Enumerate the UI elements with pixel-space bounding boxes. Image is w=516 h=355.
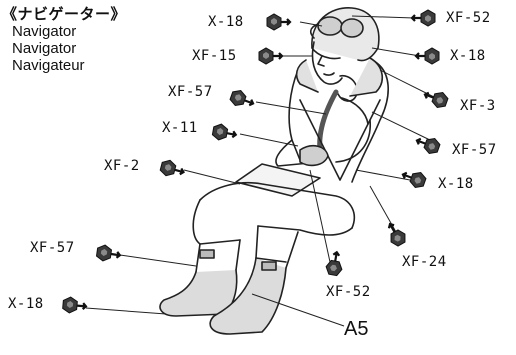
figure-title-japanese: 《ナビゲーター》	[2, 5, 127, 23]
leader-lines	[85, 15, 445, 327]
callout-label: XF-52	[326, 284, 371, 300]
callout-label: X-18	[208, 14, 244, 30]
paint-drop-hexagon-icon	[413, 131, 443, 158]
figure-name-de: Navigator	[12, 40, 77, 57]
paint-drop-hexagon-icon	[210, 121, 239, 144]
callout-label: XF-57	[168, 84, 213, 100]
callout-label: XF-57	[30, 240, 75, 256]
callout-label: XF-15	[192, 48, 237, 64]
callout-label: X-11	[162, 120, 198, 136]
paint-drop-hexagon-icon	[265, 12, 292, 32]
callout-label: X-18	[438, 176, 474, 192]
figure-outline	[159, 7, 389, 335]
callout-label: X-18	[450, 48, 486, 64]
callout-label: XF-3	[460, 98, 496, 114]
paint-drop-hexagon-icon	[381, 219, 410, 250]
callout-label: X-18	[8, 296, 44, 312]
paint-drop-hexagon-icon	[410, 8, 437, 28]
callout-label: XF-24	[402, 254, 447, 270]
paint-drop-hexagon-icon	[421, 85, 451, 112]
paint-drop-hexagon-icon	[227, 86, 257, 113]
callout-label: XF-57	[452, 142, 497, 158]
callout-label: XF-2	[104, 158, 140, 174]
figure-name-en: Navigator	[12, 23, 77, 40]
part-number-label: A5	[344, 318, 369, 340]
figure-title-block: 《ナビゲーター》 Navigator Navigator Navigateur	[2, 5, 127, 75]
paint-drop-hexagon-icon	[158, 157, 187, 181]
paint-drop-hexagon-icon	[323, 249, 346, 278]
figure-name-fr: Navigateur	[12, 57, 85, 74]
paint-drop-hexagon-icon	[414, 46, 441, 66]
paint-drop-hexagon-icon	[399, 165, 429, 192]
paint-drop-hexagon-icon	[94, 243, 123, 265]
callout-label: XF-52	[446, 10, 491, 26]
paint-drop-hexagon-icon	[257, 46, 284, 66]
paint-drop-hexagon-icon	[61, 295, 88, 316]
